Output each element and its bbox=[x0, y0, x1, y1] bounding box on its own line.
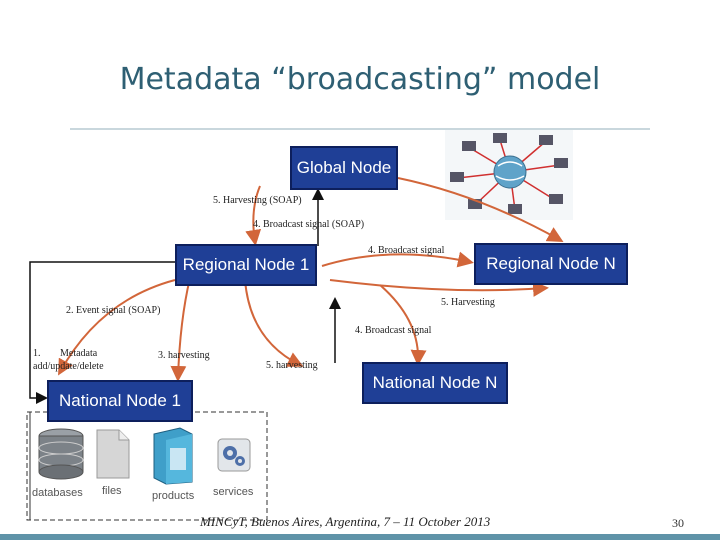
label-metadata-line1: Metadata bbox=[60, 348, 98, 359]
network-illustration bbox=[445, 130, 573, 220]
products-label: products bbox=[152, 490, 195, 502]
title-divider bbox=[70, 128, 650, 130]
global-node[interactable]: Global Node bbox=[290, 146, 398, 190]
label-harvesting-5: 5. harvesting bbox=[266, 360, 318, 371]
label-broadcast-national: 4. Broadcast signal bbox=[355, 325, 432, 336]
label-harvesting-3: 3. harvesting bbox=[158, 350, 210, 361]
bottom-bar bbox=[0, 534, 720, 540]
services-label: services bbox=[213, 486, 254, 498]
gears-icon bbox=[217, 438, 251, 477]
label-event-signal: 2. Event signal (SOAP) bbox=[66, 305, 161, 316]
label-metadata-number: 1. bbox=[33, 348, 41, 359]
slide-title: Metadata “broadcasting” model bbox=[119, 62, 601, 97]
databases-label: databases bbox=[32, 487, 83, 499]
label-harvesting-soap: 5. Harvesting (SOAP) bbox=[213, 195, 302, 206]
national-node-1[interactable]: National Node 1 bbox=[47, 380, 193, 422]
footer-text: MINCyT, Buenos Aires, Argentina, 7 – 11 … bbox=[200, 514, 491, 529]
regional-node-n[interactable]: Regional Node N bbox=[474, 243, 628, 285]
page-number: 30 bbox=[672, 516, 684, 530]
label-broadcast-regional: 4. Broadcast signal bbox=[368, 245, 445, 256]
label-harvesting-regional: 5. Harvesting bbox=[441, 297, 495, 308]
file-icon bbox=[95, 428, 131, 485]
label-broadcast-soap: 4. Broadcast signal (SOAP) bbox=[253, 219, 365, 230]
database-icon bbox=[36, 428, 86, 485]
files-label: files bbox=[102, 485, 122, 497]
regional-node-1[interactable]: Regional Node 1 bbox=[175, 244, 317, 286]
product-box-icon bbox=[150, 426, 196, 491]
label-metadata-line2: add/update/delete bbox=[33, 361, 104, 372]
national-node-n[interactable]: National Node N bbox=[362, 362, 508, 404]
